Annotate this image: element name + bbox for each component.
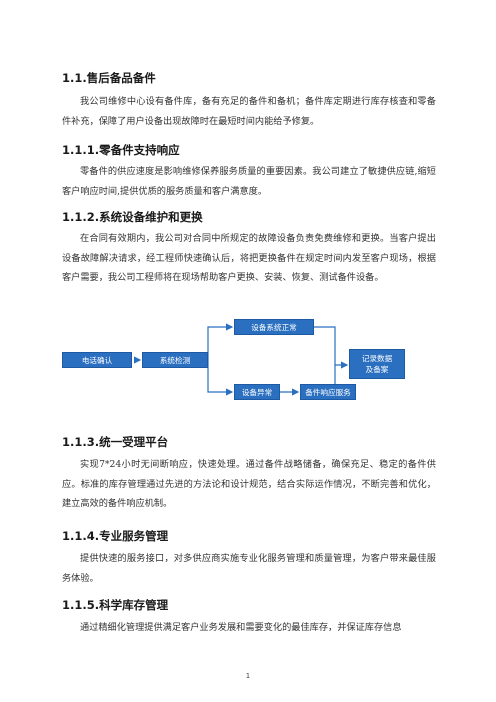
node-system-normal: 设备系统正常: [234, 319, 314, 335]
node-system-check: 系统检测: [142, 352, 208, 368]
arrow-check-to-fault: [207, 360, 234, 396]
section-heading-1-1-4: 1.1.4.专业服务管理: [62, 529, 169, 543]
node-record-data: 记录数据 及备案: [349, 349, 405, 379]
node-parts-service: 备件响应服务: [300, 384, 356, 400]
section-heading-1-1-3: 1.1.3.统一受理平台: [62, 435, 169, 449]
arrow-check-to-normal: [207, 323, 234, 360]
section-body-1-1-1: 零备件的供应速度是影响维修保养服务质量的重要因素。我公司建立了敏捷供应链,缩短客…: [62, 166, 436, 197]
node-device-fault: 设备异常: [234, 384, 280, 400]
section-body-1-1-5: 通过精细化管理提供满足客户业务发展和需要变化的最佳库存，并保证库存信息: [80, 622, 402, 633]
section-body-1-1-2: 在合同有效期内，我公司对合同中所规定的故障设备负责免费维修和更换。当客户提出设备…: [62, 233, 436, 283]
page-number: 1: [245, 672, 251, 680]
section-body-1-1: 我公司维修中心设有备件库，备有充足的备件和备机；备件库定期进行库存核查和零备件补…: [62, 96, 436, 127]
section-body-1-1-3: 实现7*24小时无间断响应，快速处理。通过备件战略储备，确保充足、稳定的备件供应…: [62, 459, 436, 509]
section-heading-1-1: 1.1.售后备品备件: [62, 71, 156, 85]
section-heading-1-1-1: 1.1.1.零备件支持响应: [62, 143, 180, 157]
section-body-1-1-4: 提供快速的服务接口，对多供应商实施专业化服务管理和质量管理，为客户带来最佳服务体…: [62, 553, 436, 584]
section-heading-1-1-2: 1.1.2.系统设备维护和更换: [62, 210, 203, 224]
section-heading-1-1-5: 1.1.5.科学库存管理: [62, 598, 169, 612]
service-flowchart: 电话确认 系统检测 设备系统正常 设备异常 备件响应服务 记录数据 及备案: [62, 257, 436, 407]
arrow-normal-to-record: [314, 326, 349, 369]
node-phone-confirm: 电话确认: [62, 352, 132, 368]
